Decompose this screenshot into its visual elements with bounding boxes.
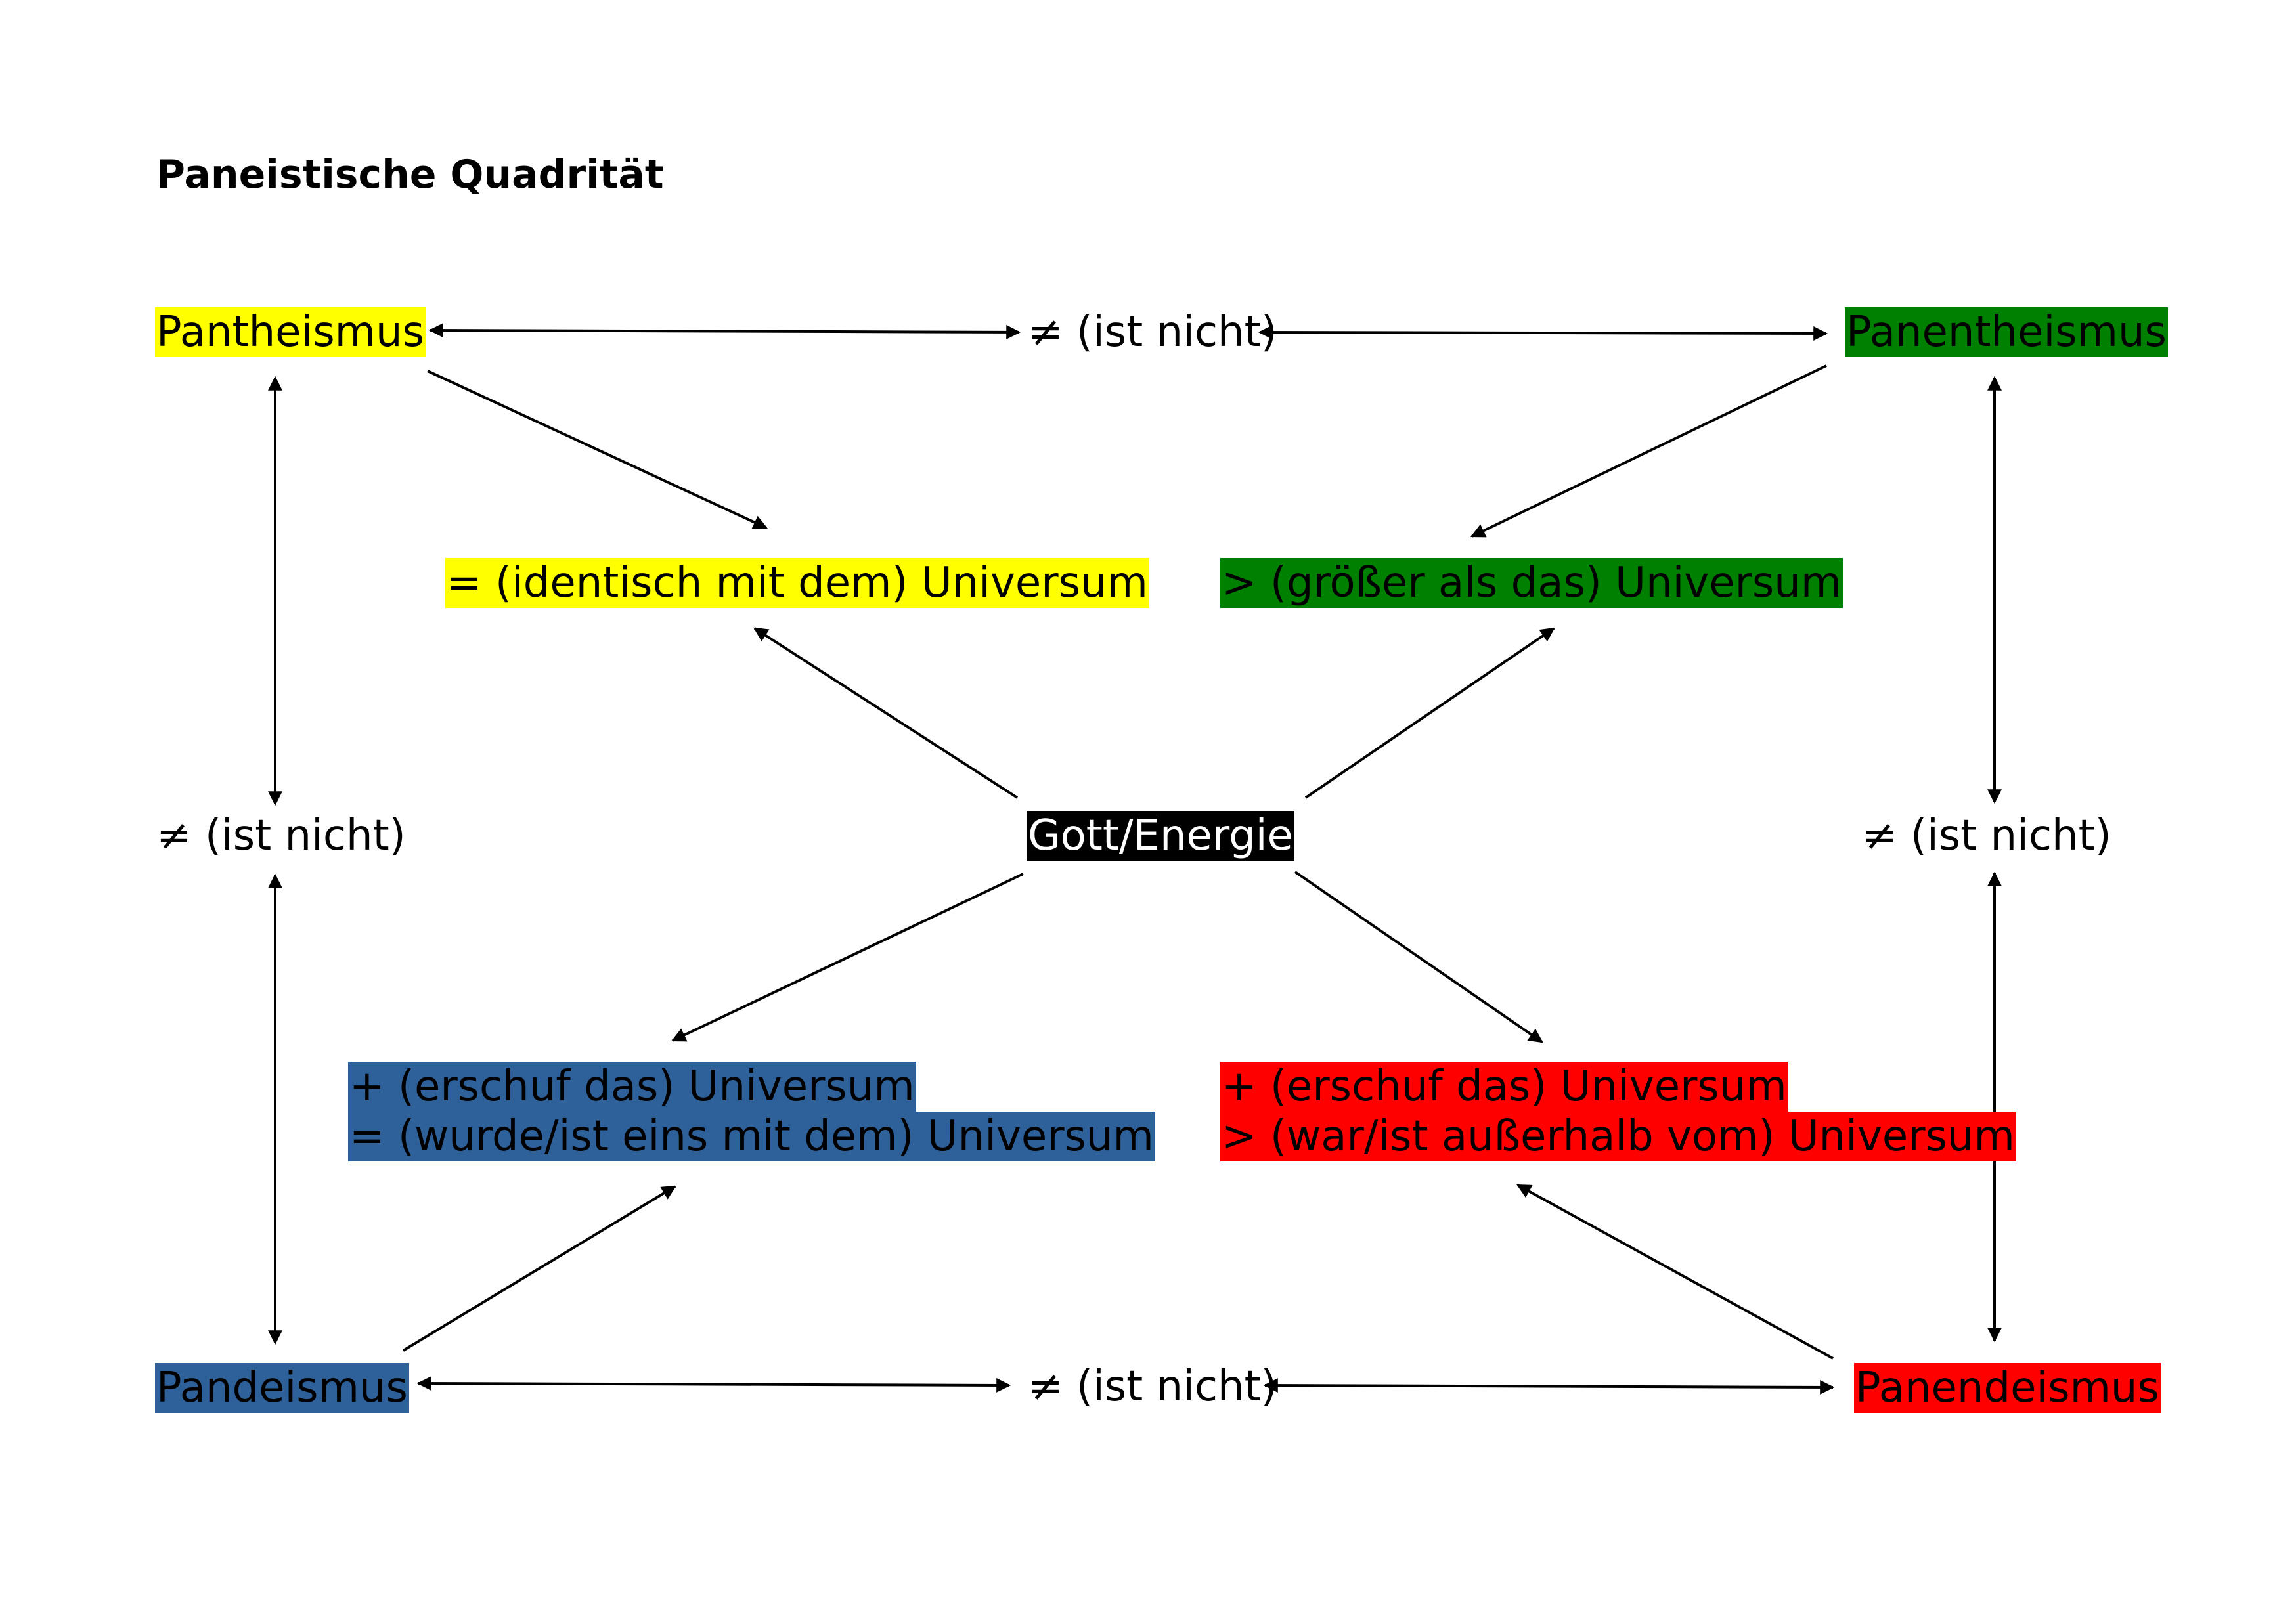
node-center: Gott/Energie: [1027, 811, 1294, 861]
node-not-top: ≠ (ist nicht): [1027, 307, 1279, 357]
panentheismus-relation-label: > (größer als das) Universum: [1220, 558, 1843, 608]
node-pantheismus: Pantheismus: [155, 307, 426, 357]
node-panentheismus: Panentheismus: [1845, 307, 2168, 357]
panendeismus-label: Panendeismus: [1854, 1363, 2161, 1413]
arrow-panentheismus-to-relation: [1470, 364, 1827, 538]
diagram-title: Paneistische Quadrität: [156, 152, 664, 198]
not-right-label: ≠ (ist nicht): [1862, 812, 2111, 860]
pandeismus-relation-line-2: = (wurde/ist eins mit dem) Universum: [348, 1112, 1155, 1161]
panendeismus-relation-line-1: + (erschuf das) Universum: [1220, 1062, 1788, 1112]
arrow-pandeismus-to-relation: [402, 1185, 676, 1352]
node-not-bottom: ≠ (ist nicht): [1027, 1362, 1279, 1412]
arrow-panendeismus-to-relation: [1516, 1184, 1834, 1360]
arrow-not-bottom-to-panendeismus: [1263, 1378, 1835, 1395]
node-panendeismus: Panendeismus: [1854, 1363, 2161, 1413]
pandeismus-relation-line-1: + (erschuf das) Universum: [348, 1062, 916, 1112]
panendeismus-relation-line-2: > (war/ist außerhalb vom) Universum: [1220, 1112, 2016, 1161]
node-pandeismus-relation: + (erschuf das) Universum = (wurde/ist e…: [348, 1062, 1155, 1161]
node-panentheismus-relation: > (größer als das) Universum: [1220, 558, 1843, 608]
arrow-not-top-to-panentheismus: [1258, 325, 1828, 341]
node-panendeismus-relation: + (erschuf das) Universum > (war/ist auß…: [1220, 1062, 2016, 1161]
node-not-left: ≠ (ist nicht): [155, 811, 407, 861]
not-top-label: ≠ (ist nicht): [1028, 308, 1277, 357]
pandeismus-label: Pandeismus: [155, 1363, 409, 1413]
node-pantheismus-relation: = (identisch mit dem) Universum: [445, 558, 1149, 608]
pantheismus-label: Pantheismus: [155, 307, 426, 357]
arrow-center-to-pantheismus-relation: [753, 627, 1019, 799]
not-bottom-label: ≠ (ist nicht): [1028, 1362, 1277, 1411]
arrow-center-to-panendeismus-relation: [1294, 871, 1543, 1043]
node-not-right: ≠ (ist nicht): [1861, 811, 2113, 861]
pantheismus-relation-label: = (identisch mit dem) Universum: [445, 558, 1149, 608]
arrow-center-to-pandeismus-relation: [671, 873, 1024, 1042]
arrow-pantheismus-to-not-top: [428, 323, 1021, 339]
arrow-pantheismus-to-relation: [427, 370, 768, 529]
node-pandeismus: Pandeismus: [155, 1363, 409, 1413]
arrow-pandeismus-to-not-bottom: [416, 1376, 1011, 1393]
center-label: Gott/Energie: [1027, 811, 1294, 861]
arrow-center-to-panentheismus-relation: [1304, 627, 1555, 799]
not-left-label: ≠ (ist nicht): [156, 812, 406, 860]
panentheismus-label: Panentheismus: [1845, 307, 2168, 357]
